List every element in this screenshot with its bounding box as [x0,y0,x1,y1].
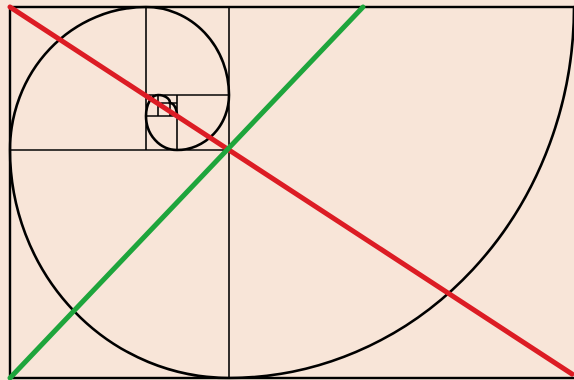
red-diagonal [7,4,574,377]
green-diagonal [7,4,366,380]
golden-spiral [8,5,574,380]
outer-rectangle [8,5,574,380]
